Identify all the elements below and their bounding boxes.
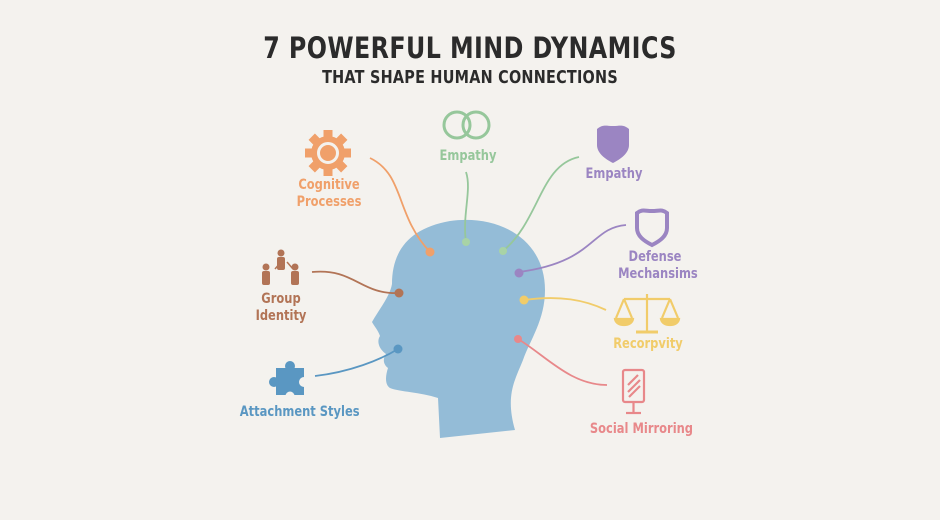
puzzle-piece-icon bbox=[269, 361, 309, 401]
connector-group bbox=[311, 270, 401, 294]
connector-empathy-rings bbox=[464, 171, 469, 243]
connector-mirroring bbox=[517, 338, 608, 386]
label-group-identity: Group Identity bbox=[248, 291, 314, 325]
mirror-icon bbox=[621, 368, 646, 415]
label-line: Defense bbox=[628, 249, 682, 265]
label-attachment-styles: Attachment Styles bbox=[239, 404, 360, 421]
gear-icon bbox=[305, 130, 351, 176]
connector-defense bbox=[518, 224, 627, 273]
dot-empathy-rings bbox=[462, 238, 470, 246]
label-line: Identity bbox=[255, 308, 307, 324]
head-silhouette bbox=[372, 219, 545, 438]
label-empathy-shield: Empathy bbox=[581, 166, 647, 183]
page-title: 7 POWERFUL MIND DYNAMICS bbox=[263, 31, 677, 65]
people-network-icon bbox=[262, 249, 299, 285]
dot-group bbox=[394, 288, 404, 298]
interlocking-rings-icon bbox=[442, 110, 491, 140]
label-social-mirroring: Social Mirroring bbox=[589, 421, 694, 438]
label-line: Group bbox=[261, 291, 301, 307]
connector-attachment bbox=[314, 348, 399, 377]
shield-filled-icon bbox=[597, 125, 629, 163]
dot-empathy-shield bbox=[499, 247, 507, 255]
dot-cognitive bbox=[425, 247, 435, 257]
label-line: Social Mirroring bbox=[589, 421, 694, 437]
label-defense-mechanisms: Defense Mechansims bbox=[618, 249, 698, 283]
dot-reciprocity bbox=[519, 295, 529, 305]
label-cognitive-processes: Cognitive Processes bbox=[296, 177, 362, 211]
dot-mirroring bbox=[514, 335, 522, 343]
label-empathy-rings: Empathy bbox=[435, 148, 501, 165]
label-line: Cognitive bbox=[298, 177, 360, 193]
label-line: Empathy bbox=[439, 148, 497, 164]
label-line: Attachment Styles bbox=[239, 404, 360, 420]
label-line: Mechansims bbox=[618, 266, 698, 282]
connector-reciprocity bbox=[523, 297, 607, 311]
shield-outline-icon bbox=[635, 208, 669, 248]
dot-attachment bbox=[393, 344, 403, 354]
label-line: Empathy bbox=[585, 166, 643, 182]
label-line: Recorpvity bbox=[613, 336, 683, 352]
dot-defense bbox=[514, 268, 524, 278]
label-reciprocity: Recorpvity bbox=[611, 336, 685, 353]
connector-cognitive bbox=[369, 157, 431, 253]
label-line: Processes bbox=[296, 194, 362, 210]
connector-empathy-shield bbox=[502, 156, 580, 252]
balance-scale-icon bbox=[613, 294, 681, 334]
page-subtitle: THAT SHAPE HUMAN CONNECTIONS bbox=[322, 67, 618, 88]
